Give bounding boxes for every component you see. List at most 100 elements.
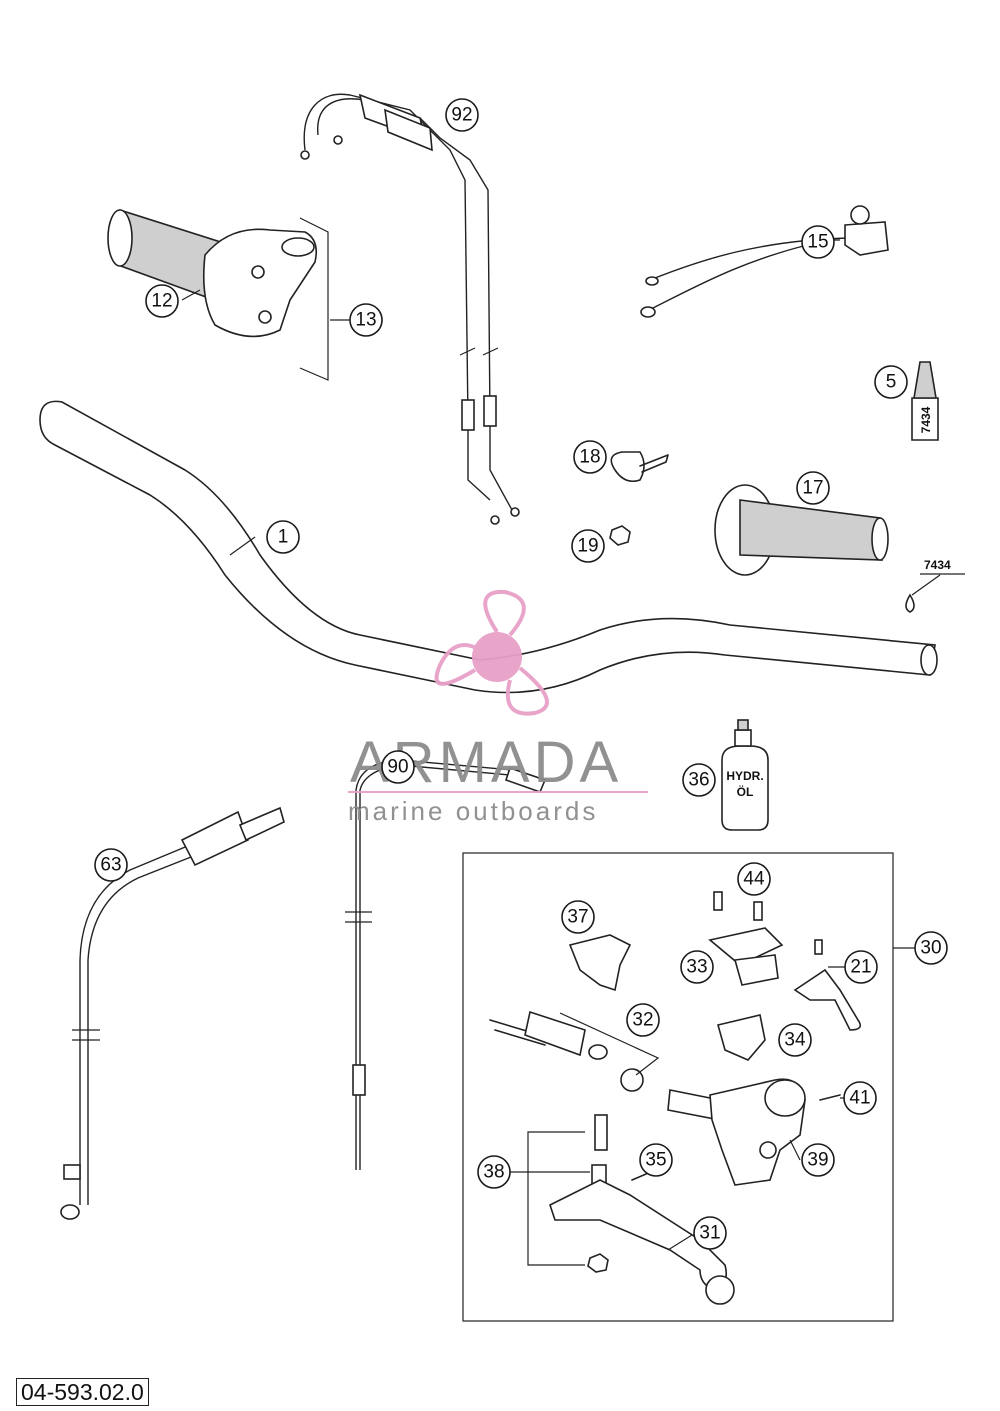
callout-number: 41: [849, 1088, 870, 1109]
callout-number: 92: [451, 105, 472, 126]
callout-36: 36: [682, 763, 716, 797]
callout-circle: [914, 931, 948, 965]
throttle-housing: [202, 217, 329, 381]
hydraulic-oil-bottle: HYDR. ÖL: [721, 719, 769, 831]
watermark-subtitle: marine outboards: [348, 796, 598, 826]
callout-number: 35: [645, 1150, 666, 1171]
callout-37: 37: [561, 900, 595, 934]
callout-number: 30: [920, 938, 941, 959]
callout-12: 12: [145, 284, 179, 318]
brake-line: [60, 806, 285, 1220]
callout-number: 12: [151, 291, 172, 312]
callout-circle: [737, 862, 771, 896]
callout-circle: [778, 1023, 812, 1057]
callout-circle: [844, 950, 878, 984]
callout-number: 1: [278, 527, 289, 548]
propeller-logo-icon: [434, 589, 549, 716]
callout-number: 31: [699, 1223, 720, 1244]
callout-circle: [349, 303, 383, 337]
callout-35: 35: [639, 1143, 673, 1177]
callout-18: 18: [573, 440, 607, 474]
clutch-lever: [793, 939, 861, 1031]
callout-number: 37: [567, 907, 588, 928]
callout-circle: [561, 900, 595, 934]
callout-31: 31: [693, 1216, 727, 1250]
adhesive-marker: 7434: [905, 558, 965, 613]
callout-32: 32: [626, 1003, 660, 1037]
handlebar-grip: [714, 484, 889, 576]
brake-lever: [549, 1179, 735, 1305]
callout-1: 1: [266, 520, 300, 554]
callout-30: 30: [914, 931, 948, 965]
kill-switch: [640, 205, 889, 318]
callout-number: 39: [807, 1150, 828, 1171]
callout-number: 32: [632, 1010, 653, 1031]
callout-33: 33: [680, 950, 714, 984]
callout-63: 63: [94, 848, 128, 882]
callout-19: 19: [571, 529, 605, 563]
callout-circle: [801, 225, 835, 259]
callout-circle: [682, 763, 716, 797]
callout-number: 18: [579, 447, 600, 468]
callout-34: 34: [778, 1023, 812, 1057]
tube-print: 7434: [919, 406, 933, 433]
callout-circle: [571, 529, 605, 563]
callout-number: 17: [802, 478, 823, 499]
callout-44: 44: [737, 862, 771, 896]
brake-assembly-frame: [462, 852, 915, 1322]
nut: [609, 525, 631, 546]
callout-circle: [693, 1216, 727, 1250]
callout-circle: [145, 284, 179, 318]
tube-code-label: 7434: [924, 558, 951, 572]
callout-circle: [626, 1003, 660, 1037]
master-cylinder: [667, 1078, 841, 1186]
callout-number: 15: [807, 232, 828, 253]
callout-15: 15: [801, 225, 835, 259]
callout-circle: [94, 848, 128, 882]
callout-number: 19: [577, 536, 598, 557]
callout-number: 36: [688, 770, 709, 791]
callout-circle: [796, 471, 830, 505]
callout-circle: [639, 1143, 673, 1177]
adhesive-tube: 7434: [911, 361, 939, 441]
bottle-label-line2: ÖL: [737, 784, 754, 799]
throttle-cables: [300, 93, 520, 525]
callout-number: 34: [784, 1030, 806, 1051]
clamp: [717, 1014, 766, 1061]
callout-5: 5: [874, 365, 908, 399]
callout-number: 21: [850, 957, 871, 978]
handlebar: [39, 400, 938, 694]
callout-number: 44: [743, 869, 765, 890]
bottle-label-line1: HYDR.: [726, 769, 763, 783]
callout-circle: [477, 1155, 511, 1189]
master-cylinder-piston: [489, 1010, 660, 1092]
callout-38: 38: [477, 1155, 511, 1189]
callout-41: 41: [843, 1081, 877, 1115]
cable-tie: [610, 451, 669, 483]
callout-21: 21: [844, 950, 878, 984]
callout-92: 92: [445, 98, 479, 132]
reservoir-cover: [568, 891, 784, 992]
callout-circle: [381, 750, 415, 784]
callout-circle: [266, 520, 300, 554]
callout-90: 90: [381, 750, 415, 784]
callout-number: 5: [886, 372, 897, 393]
callout-bubbles: 1512131517181921303132333435363738394144…: [94, 98, 948, 1250]
callout-circle: [874, 365, 908, 399]
callout-circle: [801, 1143, 835, 1177]
callout-39: 39: [801, 1143, 835, 1177]
watermark: ARMADA marine outboards: [348, 589, 648, 826]
callout-17: 17: [796, 471, 830, 505]
callout-circle: [573, 440, 607, 474]
callout-number: 33: [686, 957, 707, 978]
drawing-number: 04-593.02.0: [16, 1378, 149, 1406]
callout-number: 38: [483, 1162, 504, 1183]
callout-number: 90: [387, 757, 408, 778]
callout-circle: [843, 1081, 877, 1115]
callout-circle: [680, 950, 714, 984]
callout-circle: [445, 98, 479, 132]
callout-number: 63: [100, 855, 121, 876]
callout-13: 13: [349, 303, 383, 337]
callout-number: 13: [355, 310, 376, 331]
